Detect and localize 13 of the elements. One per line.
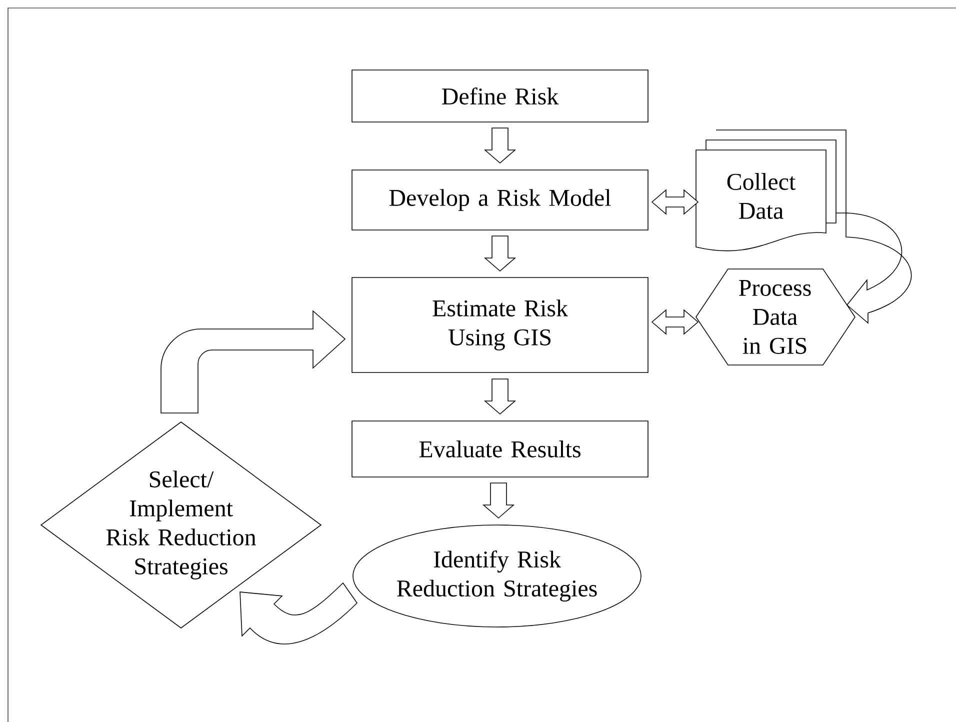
process-box: Define Risk [352, 70, 648, 122]
process-box: Evaluate Results [352, 420, 648, 478]
process-box: Estimate Risk Using GIS [352, 277, 648, 373]
block-arrow [484, 128, 516, 164]
curved-block-arrow [846, 212, 912, 324]
hexagon-box: Process Data in GIS [696, 268, 856, 366]
block-arrow [482, 482, 515, 519]
bent-block-arrow [160, 310, 346, 414]
block-arrow [484, 236, 516, 272]
curved-block-arrow [240, 582, 358, 644]
document-stack: Collect Data [696, 130, 846, 252]
process-box: Develop a Risk Model [352, 170, 648, 230]
block-arrow [484, 378, 516, 415]
